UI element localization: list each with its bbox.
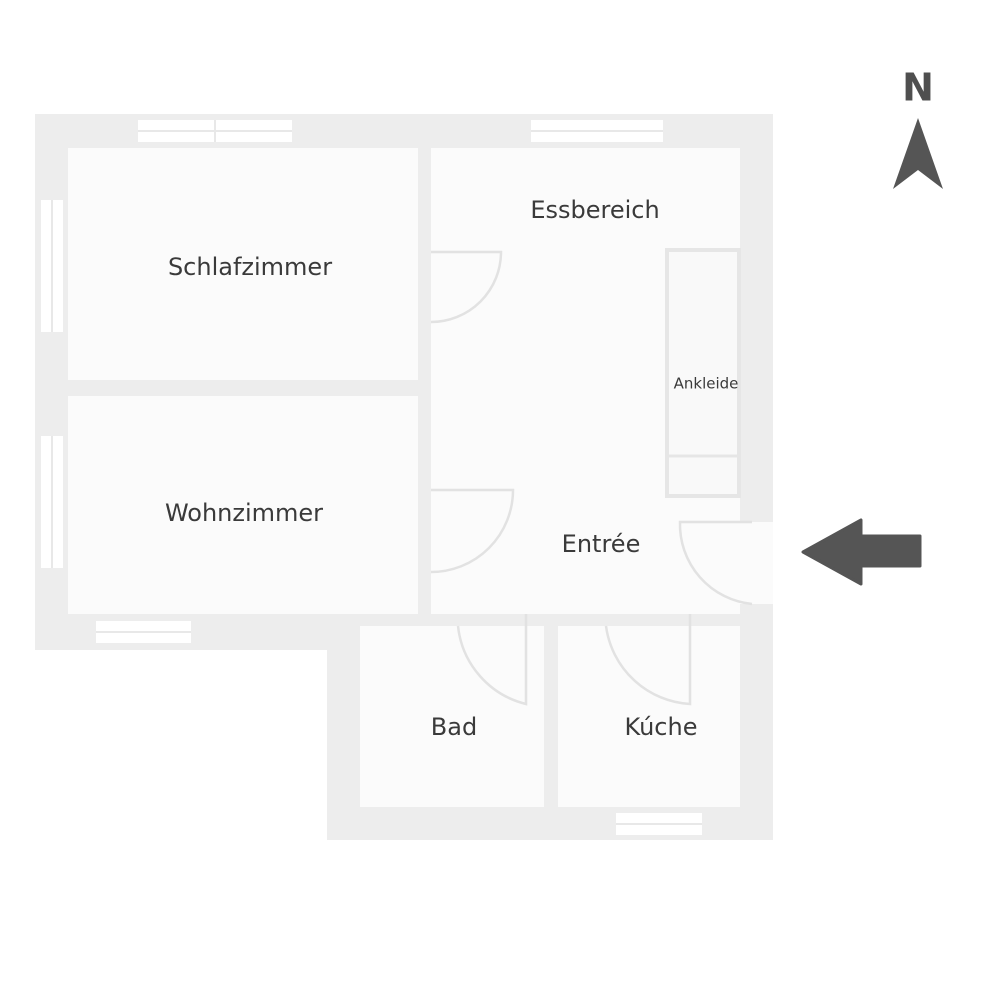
label-bad: Bad — [431, 713, 477, 741]
window-wohnzimmer-left — [41, 436, 63, 568]
door-bad — [456, 614, 528, 706]
label-schlafzimmer: Schlafzimmer — [168, 253, 332, 281]
window-schlafzimmer-top — [138, 120, 292, 142]
floor-schlafzimmer — [68, 148, 418, 380]
window-wohnzimmer-bottom — [96, 621, 191, 643]
door-kueche — [604, 614, 692, 706]
label-wohnzimmer: Wohnzimmer — [165, 499, 323, 527]
label-entree: Entrée — [562, 530, 641, 558]
door-entrance — [678, 520, 753, 606]
label-ankleide: Ankleide — [674, 375, 739, 393]
north-arrow-icon — [893, 118, 943, 189]
arrow-left-icon — [801, 518, 922, 586]
window-schlafzimmer-left — [41, 200, 63, 332]
floor-ankleide — [665, 248, 741, 498]
floor-kueche — [558, 626, 740, 807]
floor-bad — [360, 626, 544, 807]
window-essbereich-top — [531, 120, 663, 142]
doors — [430, 250, 753, 706]
label-kueche: Kúche — [625, 713, 698, 741]
label-essbereich: Essbereich — [530, 196, 659, 224]
room-labels: Schlafzimmer Essbereich Ankleide Wohnzim… — [165, 196, 738, 741]
window-kueche-bottom — [616, 813, 702, 835]
door-wohnzimmer — [430, 488, 515, 574]
floor-wohnzimmer — [68, 396, 418, 614]
compass-letter: N — [902, 66, 934, 110]
windows — [41, 120, 702, 835]
floor-entree-right — [740, 522, 773, 604]
north-compass: N — [893, 66, 943, 189]
door-schlafzimmer — [430, 250, 503, 324]
